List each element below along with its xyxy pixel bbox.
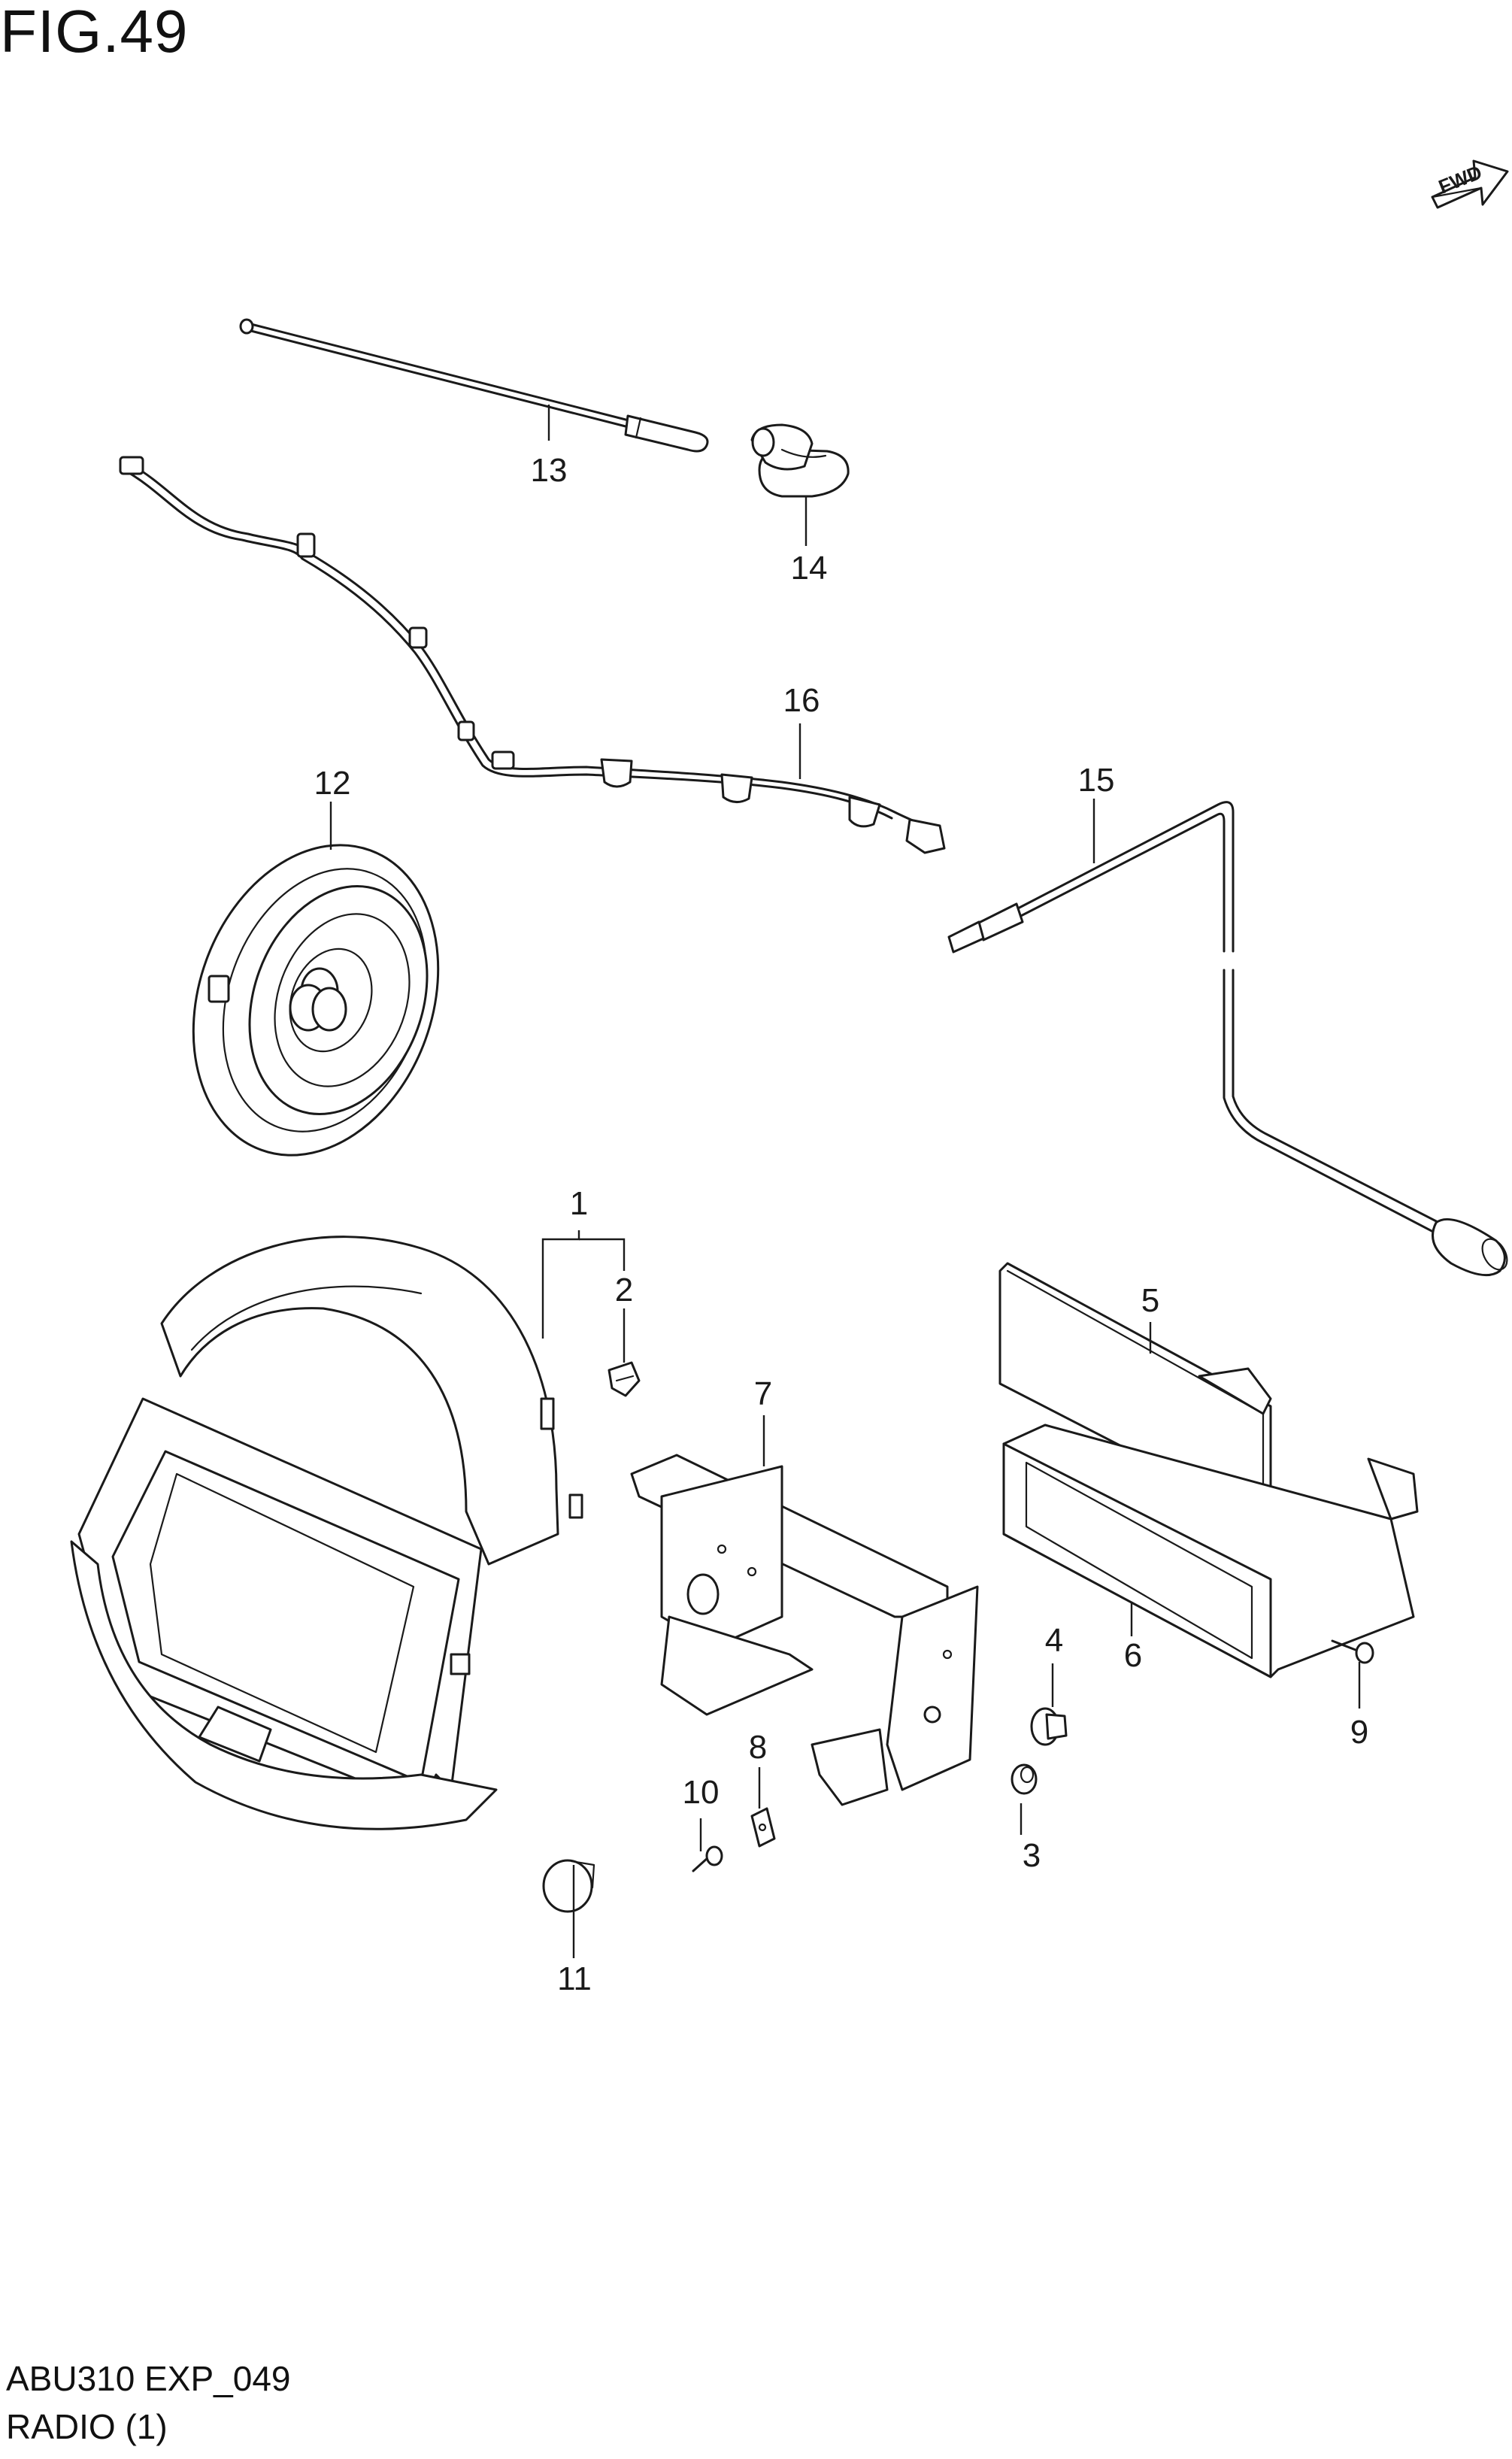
callout-1: 1 xyxy=(570,1185,588,1222)
part-8-clip xyxy=(750,1807,776,1848)
fwd-arrow-icon: FWD xyxy=(1431,159,1509,209)
callout-16: 16 xyxy=(783,682,820,719)
callout-6: 6 xyxy=(1124,1637,1142,1674)
diagram-code: ABU310 EXP_049 xyxy=(6,2359,291,2398)
callout-5: 5 xyxy=(1141,1282,1159,1319)
part-16-antenna-harness xyxy=(119,456,946,854)
callout-4: 4 xyxy=(1045,1622,1063,1659)
part-10-screw xyxy=(692,1845,723,1872)
callout-10: 10 xyxy=(683,1774,720,1811)
part-1-center-bezel xyxy=(70,1236,583,1830)
callout-12: 12 xyxy=(314,765,351,802)
callout-8: 8 xyxy=(749,1729,767,1766)
part-11-cap xyxy=(542,1859,595,1913)
callout-7: 7 xyxy=(754,1375,772,1412)
part-2-clip xyxy=(608,1361,641,1397)
part-13-antenna-rod xyxy=(239,318,709,453)
callout-15: 15 xyxy=(1078,762,1115,799)
callout-leaders xyxy=(329,405,1361,1958)
callout-13: 13 xyxy=(531,452,568,489)
diagram-name: RADIO (1) xyxy=(6,2407,168,2446)
callout-9: 9 xyxy=(1350,1714,1368,1751)
callout-11: 11 xyxy=(557,1960,592,1997)
part-12-speaker xyxy=(192,844,440,1157)
figure-title: FIG.49 xyxy=(0,0,189,65)
callout-2: 2 xyxy=(615,1272,633,1308)
callout-3: 3 xyxy=(1023,1837,1041,1874)
part-3-nut xyxy=(1011,1763,1038,1795)
part-7-mounting-bracket xyxy=(630,1454,979,1806)
part-6-radio-housing xyxy=(1002,1424,1419,1678)
part-9-screw xyxy=(1331,1639,1374,1664)
part-15-antenna-feeder-cable xyxy=(947,801,1508,1277)
part-14-antenna-base xyxy=(750,423,850,498)
callout-14: 14 xyxy=(791,550,828,587)
part-4-grommet xyxy=(1030,1707,1068,1746)
